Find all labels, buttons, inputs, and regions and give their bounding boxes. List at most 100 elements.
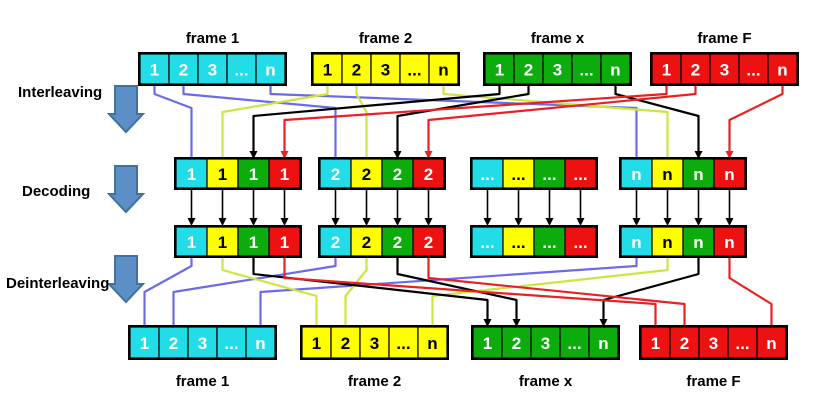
cell-label: ...: [579, 61, 593, 80]
decode-cell: n: [620, 158, 653, 189]
decode-cell: 2: [412, 226, 445, 257]
bottom-frame-cell: 3: [187, 326, 218, 359]
bottom-frame-cell: 2: [158, 326, 189, 359]
group-border: [470, 157, 598, 190]
cell-fill: [709, 53, 740, 85]
group-border: [174, 157, 302, 190]
cell-label: 1: [495, 61, 504, 80]
cell-fill: [341, 53, 372, 85]
top-frame-label: frame F: [697, 30, 751, 47]
cell-fill: [651, 158, 684, 189]
decode-output-group-3: ............: [470, 225, 598, 258]
cell-label: 3: [709, 334, 718, 353]
cell-fill: [330, 326, 361, 359]
connection-lines: [143, 84, 784, 327]
cell-label: n: [662, 165, 672, 184]
group-border: [318, 225, 446, 258]
cell-label: 1: [662, 61, 671, 80]
cell-fill: [533, 158, 566, 189]
frame-border: [311, 52, 460, 86]
cell-fill: [713, 158, 746, 189]
decoding-arrow-icon: [106, 165, 146, 214]
frame-border: [650, 52, 799, 86]
top-frame-cell: 1: [651, 53, 682, 85]
stage-label-interleaving: Interleaving: [18, 84, 102, 101]
top-frame-label: frame x: [531, 30, 585, 47]
cell-label: 1: [651, 334, 660, 353]
interleave-line: [182, 84, 337, 159]
bottom-frame-cell: 1: [129, 326, 160, 359]
frame-border: [300, 325, 449, 360]
cell-fill: [388, 326, 419, 359]
cell-label: n: [631, 165, 641, 184]
cell-label: 2: [362, 165, 371, 184]
top-frame-cell: 3: [370, 53, 401, 85]
decode-cell: ...: [471, 226, 504, 257]
decode-cell: ...: [564, 158, 597, 189]
interleave-line: [249, 84, 501, 159]
cell-label: 1: [249, 165, 258, 184]
cell-label: ...: [224, 334, 238, 353]
decode-cell: n: [682, 158, 715, 189]
cell-label: 3: [541, 334, 550, 353]
top-frame-cell: 1: [139, 53, 170, 85]
interleave-line: [221, 84, 329, 159]
cell-label: 2: [169, 334, 178, 353]
cell-label: 1: [312, 334, 321, 353]
cell-label: n: [724, 233, 734, 252]
top-frame-cell: ...: [738, 53, 769, 85]
top-frame-cell: n: [600, 53, 631, 85]
cell-fill: [268, 158, 301, 189]
cell-fill: [559, 326, 590, 359]
cell-label: 1: [280, 165, 289, 184]
cell-fill: [381, 158, 414, 189]
cell-label: 2: [362, 233, 371, 252]
deinterleave-line: [252, 256, 492, 327]
decode-cell: 1: [268, 158, 301, 189]
deinterleave-line: [427, 256, 686, 327]
deinterleave-line: [728, 256, 773, 327]
interleave-line: [442, 84, 669, 159]
cell-label: 2: [524, 61, 533, 80]
bottom-frame-cell: n: [245, 326, 276, 359]
top-frame-cell: ...: [226, 53, 257, 85]
bottom-frame-cell: n: [756, 326, 787, 359]
top-frame-cell: 3: [197, 53, 228, 85]
decode-cell: ...: [533, 226, 566, 257]
decode-cell: 2: [350, 226, 383, 257]
cell-label: 1: [140, 334, 149, 353]
cell-label: n: [255, 334, 265, 353]
top-frame-cell: n: [255, 53, 286, 85]
frame-border: [639, 325, 788, 360]
interleave-line: [269, 84, 638, 159]
decode-cell: 2: [381, 226, 414, 257]
stage-label-deinterleaving: Deinterleaving: [6, 275, 109, 292]
deinterleave-line: [143, 256, 193, 327]
decode-cell: ...: [564, 226, 597, 257]
deinterleave-line: [431, 256, 669, 327]
cell-label: 2: [393, 165, 402, 184]
cell-label: 2: [179, 61, 188, 80]
decode-cell: 2: [319, 158, 352, 189]
cell-fill: [412, 158, 445, 189]
interleave-line: [355, 84, 368, 159]
cell-label: 1: [249, 233, 258, 252]
cell-label: n: [777, 61, 787, 80]
cell-label: ...: [573, 165, 587, 184]
cell-fill: [359, 326, 390, 359]
cell-fill: [187, 326, 218, 359]
cell-label: 1: [323, 61, 332, 80]
cell-label: 3: [370, 334, 379, 353]
cell-label: 2: [331, 165, 340, 184]
cell-label: n: [631, 233, 641, 252]
decode-cell: 1: [206, 226, 239, 257]
top-frame-cell: 2: [513, 53, 544, 85]
bottom-frame-cell: 2: [330, 326, 361, 359]
